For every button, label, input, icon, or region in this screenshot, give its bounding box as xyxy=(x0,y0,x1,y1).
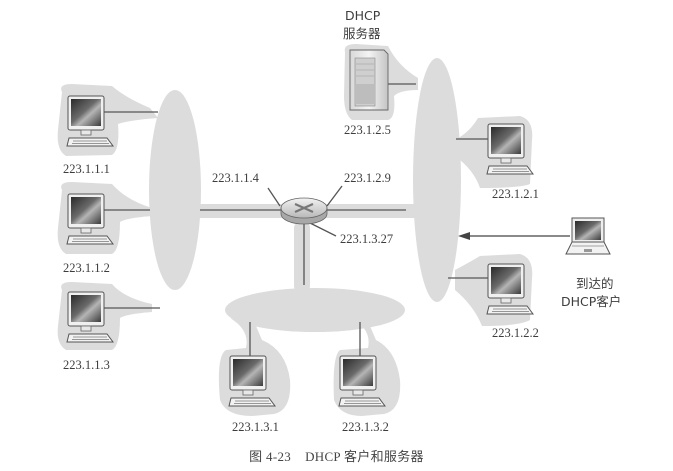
ip-223-1-1-2: 223.1.1.2 xyxy=(63,261,110,275)
figure-caption: 图 4-23 DHCP 客户和服务器 xyxy=(0,446,673,465)
ip-223-1-1-1: 223.1.1.1 xyxy=(63,162,110,176)
laptop-icon xyxy=(565,217,611,255)
router-interface-223-1-2-9: 223.1.2.9 xyxy=(344,171,391,185)
router-interface-223-1-3-27: 223.1.3.27 xyxy=(340,232,394,246)
ip-223-1-2-5: 223.1.2.5 xyxy=(344,123,391,137)
figure-title: DHCP 客户和服务器 xyxy=(305,449,424,464)
ip-223-1-3-2: 223.1.3.2 xyxy=(342,420,389,434)
ip-223-1-2-2: 223.1.2.2 xyxy=(492,326,539,340)
subnet-223-1-1-blob xyxy=(149,90,201,290)
arriving-client-label-line2: DHCP客户 xyxy=(561,294,622,309)
router-icon xyxy=(280,197,328,225)
subnet-223-1-3-blob xyxy=(225,288,405,332)
subnet-shading xyxy=(57,44,533,416)
arriving-client-label-line1: 到达的 xyxy=(576,276,614,291)
ip-223-1-2-1: 223.1.2.1 xyxy=(492,187,539,201)
ip-223-1-3-1: 223.1.3.1 xyxy=(232,420,279,434)
subnet-223-1-2-blob xyxy=(413,58,461,302)
ip-223-1-1-3: 223.1.1.3 xyxy=(63,358,110,372)
dhcp-server-role-line2: 服务器 xyxy=(343,26,381,41)
router-interface-223-1-1-4: 223.1.1.4 xyxy=(212,171,259,185)
server-icon xyxy=(349,49,389,111)
arrow-left-icon xyxy=(458,232,570,240)
figure-number: 图 4-23 xyxy=(249,449,292,464)
links xyxy=(104,83,488,360)
dhcp-server-role-line1: DHCP xyxy=(345,8,381,23)
